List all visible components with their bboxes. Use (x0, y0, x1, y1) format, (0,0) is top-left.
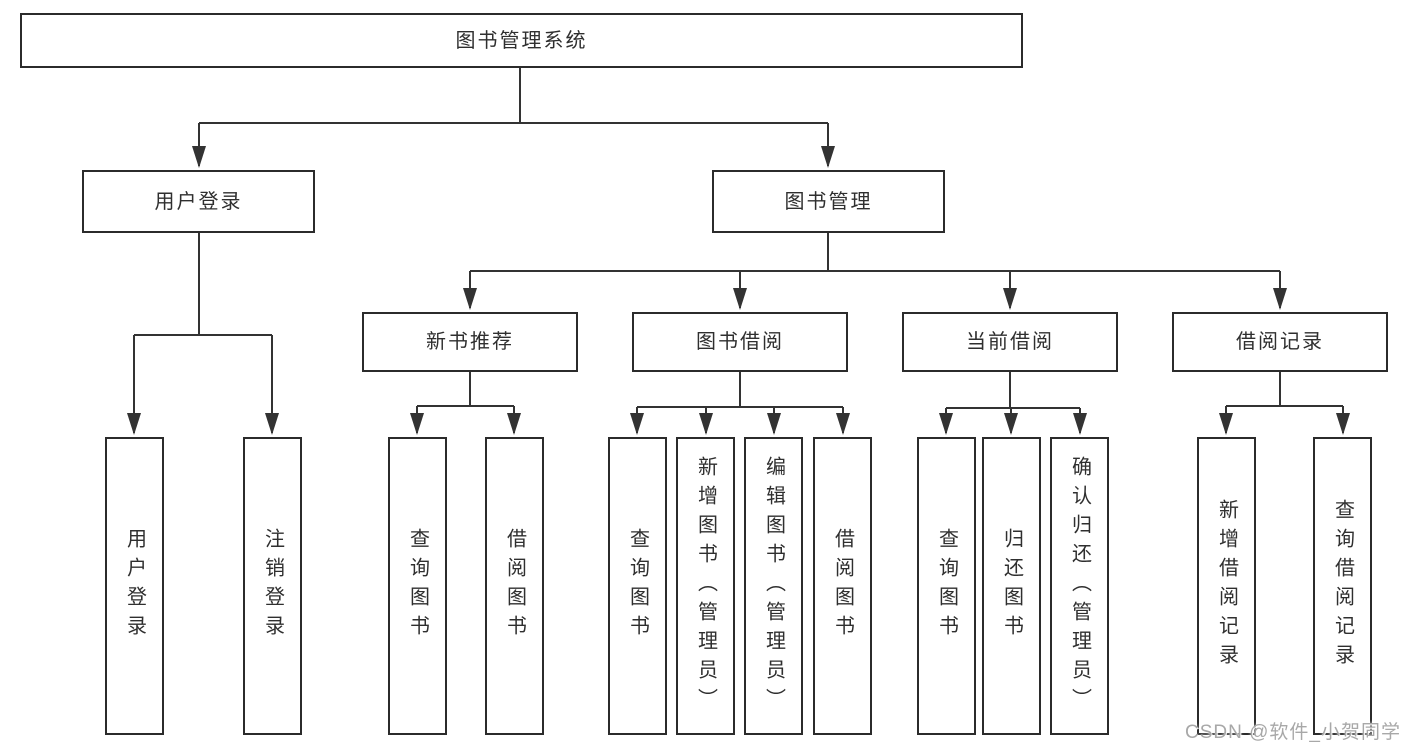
node-new-book-recommendation: 新书推荐 (362, 312, 578, 372)
node-leaf-edit-book-admin: 编辑图书（管理员） (744, 437, 803, 735)
node-borrowing-records: 借阅记录 (1172, 312, 1388, 372)
node-leaf-confirm-return-admin: 确认归还（管理员） (1050, 437, 1109, 735)
node-leaf-logout: 注销登录 (243, 437, 302, 735)
node-book-borrowing: 图书借阅 (632, 312, 848, 372)
node-leaf-query-books-recommend: 查询图书 (388, 437, 447, 735)
csdn-watermark: CSDN @软件_小贺同学 (1185, 722, 1401, 743)
node-leaf-query-borrow-record: 查询借阅记录 (1313, 437, 1372, 735)
node-leaf-query-books-borrowing: 查询图书 (608, 437, 667, 735)
node-leaf-borrow-books: 借阅图书 (813, 437, 872, 735)
connector-arrows (127, 123, 1350, 435)
connector-trunks (134, 68, 1343, 409)
node-current-borrowing: 当前借阅 (902, 312, 1118, 372)
node-leaf-user-login: 用户登录 (105, 437, 164, 735)
node-user-login-branch: 用户登录 (82, 170, 315, 233)
node-leaf-add-borrow-record: 新增借阅记录 (1197, 437, 1256, 735)
node-leaf-return-book: 归还图书 (982, 437, 1041, 735)
node-book-management-branch: 图书管理 (712, 170, 945, 233)
node-leaf-query-books-current: 查询图书 (917, 437, 976, 735)
node-library-management-system: 图书管理系统 (20, 13, 1023, 68)
node-leaf-borrow-books-recommend: 借阅图书 (485, 437, 544, 735)
node-leaf-add-book-admin: 新增图书（管理员） (676, 437, 735, 735)
